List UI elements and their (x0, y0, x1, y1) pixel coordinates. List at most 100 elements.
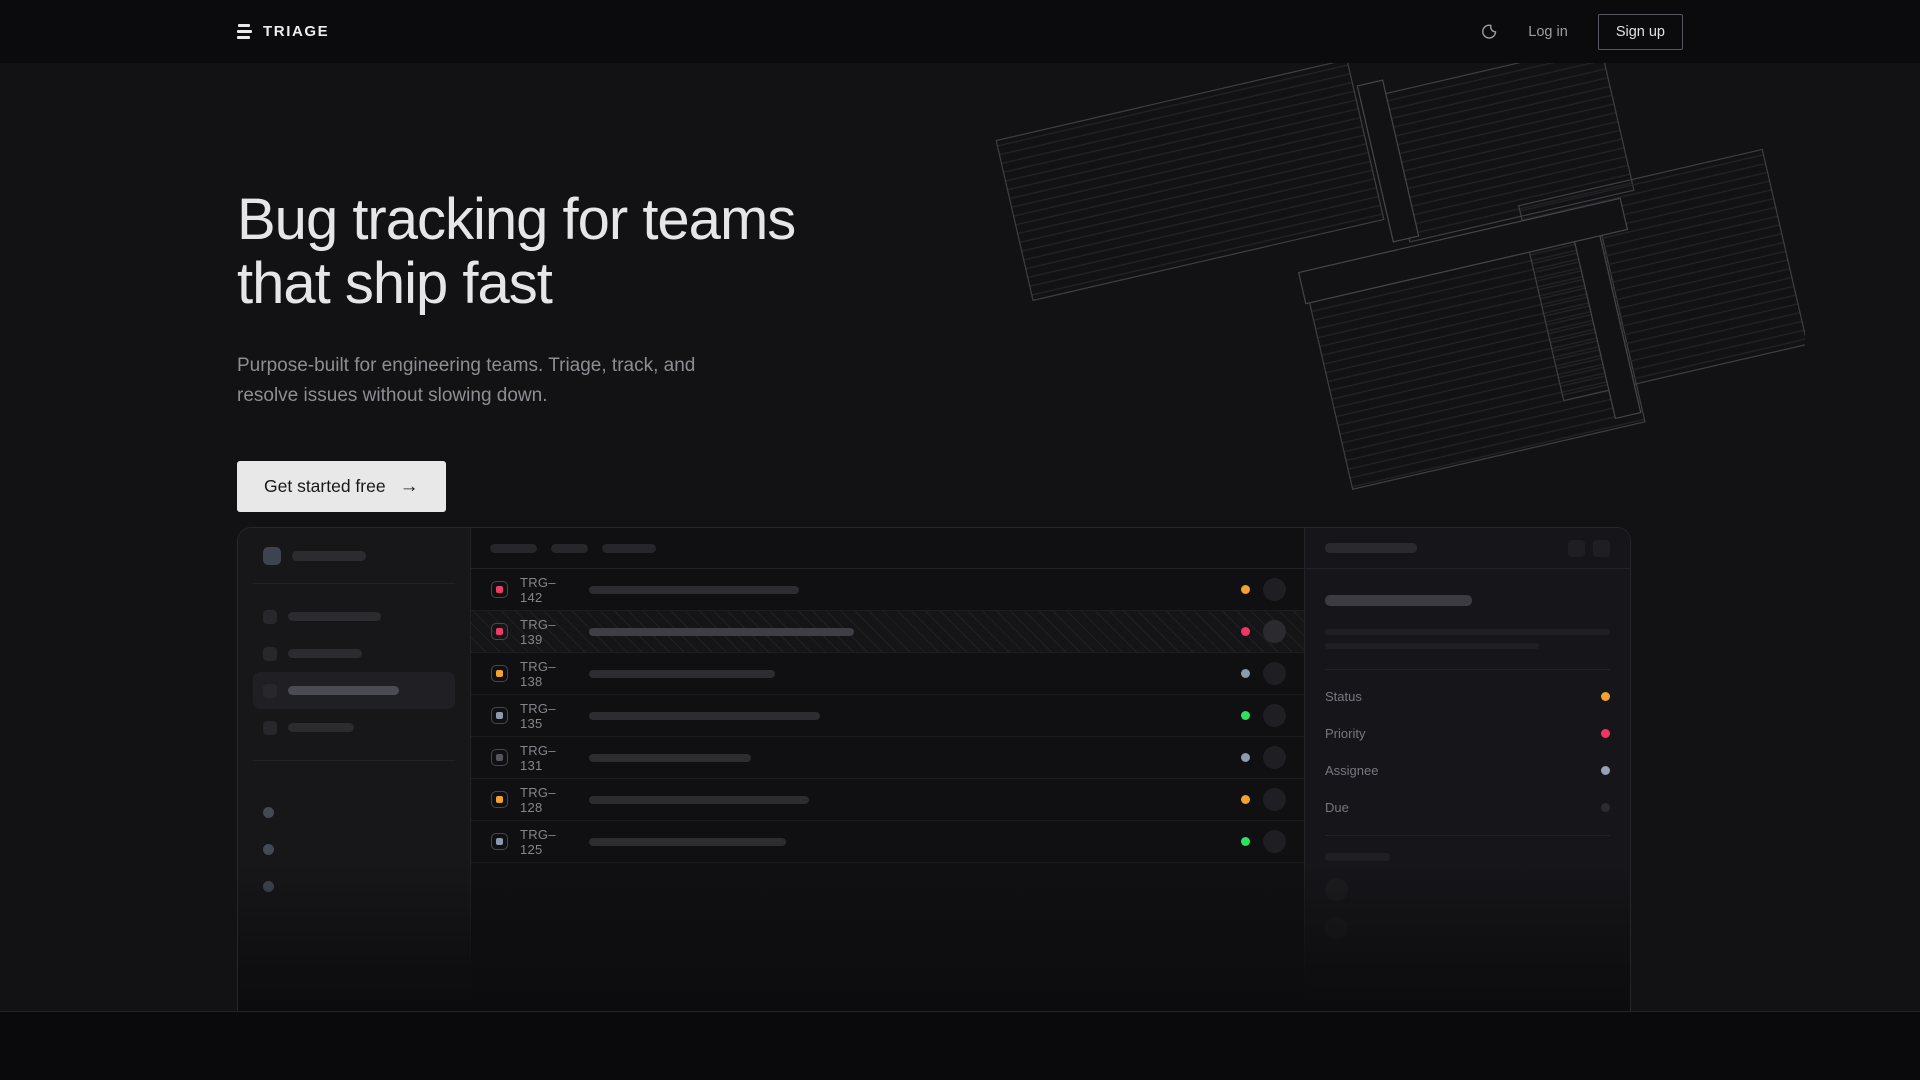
filter-chip-skeleton[interactable] (602, 543, 656, 553)
issue-status-dot (1241, 627, 1250, 636)
issue-title-skeleton (589, 753, 751, 762)
sidebar-user-dots (263, 807, 455, 892)
description-line-skeleton (1325, 643, 1539, 649)
field-label: Due (1325, 800, 1349, 815)
sidebar-item-3-active[interactable] (253, 672, 455, 709)
detail-header-skeleton (1325, 543, 1417, 553)
issue-type-icon (491, 791, 508, 808)
issue-assignee-avatar (1263, 578, 1286, 601)
issue-id: TRG–139 (520, 616, 556, 647)
workspace-switcher[interactable] (253, 543, 455, 569)
signup-button[interactable]: Sign up (1597, 13, 1683, 50)
field-value-dot (1601, 803, 1610, 812)
workspace-name-skeleton (292, 551, 366, 561)
issue-type-icon (491, 833, 508, 850)
issue-detail-panel: Status Priority Assignee Due (1304, 528, 1630, 1011)
app-mockup-window: TRG–142 TRG–139 TRG–138 TRG–135 TRG–131 … (237, 527, 1631, 1011)
issue-status-dot (1241, 753, 1250, 762)
divider (253, 760, 455, 761)
brand-logo[interactable]: TRIAGE (237, 23, 329, 40)
sidebar-item-4[interactable] (253, 709, 455, 746)
detail-panel-header (1305, 528, 1630, 569)
description-line-skeleton (1325, 629, 1610, 635)
sidebar-item-icon (263, 720, 277, 735)
issue-row[interactable]: TRG–139 (471, 611, 1304, 653)
issue-row[interactable]: TRG–135 (471, 695, 1304, 737)
issue-type-icon (491, 707, 508, 724)
issue-assignee-avatar (1263, 746, 1286, 769)
sidebar-item-label-skeleton (288, 612, 381, 621)
issue-list-filterbar (471, 528, 1304, 569)
sidebar-item-label-skeleton (288, 723, 354, 732)
detail-action-button-1[interactable] (1568, 539, 1585, 557)
activity-avatar (1325, 878, 1348, 901)
detail-field-row[interactable]: Status (1325, 678, 1610, 715)
issue-title-skeleton (589, 795, 809, 804)
hero-title: Bug tracking for teams that ship fast (237, 187, 796, 316)
issue-assignee-avatar (1263, 704, 1286, 727)
filter-chip-skeleton[interactable] (490, 543, 537, 553)
field-value-dot (1601, 729, 1610, 738)
issue-row[interactable]: TRG–138 (471, 653, 1304, 695)
issue-assignee-avatar (1263, 830, 1286, 853)
divider (1325, 835, 1610, 836)
sidebar-item-label-skeleton (288, 649, 362, 658)
login-link[interactable]: Log in (1528, 23, 1568, 40)
issue-row[interactable]: TRG–128 (471, 779, 1304, 821)
triage-bars-icon (237, 23, 252, 40)
filter-chip-skeleton[interactable] (551, 543, 588, 553)
activity-avatar (1325, 917, 1348, 940)
detail-field-row[interactable]: Due (1325, 789, 1610, 826)
issue-type-icon (491, 749, 508, 766)
hero-title-line1: Bug tracking for teams (237, 187, 796, 252)
footer-band (0, 1013, 1920, 1080)
get-started-button[interactable]: Get started free → (237, 461, 446, 512)
user-dot (263, 881, 274, 892)
issue-title-skeleton (589, 711, 820, 720)
issue-list: TRG–142 TRG–139 TRG–138 TRG–135 TRG–131 … (471, 569, 1304, 863)
issue-row[interactable]: TRG–131 (471, 737, 1304, 779)
detail-action-button-2[interactable] (1593, 539, 1610, 557)
issue-status-dot (1241, 837, 1250, 846)
sidebar-item-1[interactable] (253, 598, 455, 635)
field-label: Assignee (1325, 763, 1379, 778)
issue-id: TRG–125 (520, 826, 556, 857)
issue-id: TRG–131 (520, 742, 556, 773)
field-label: Priority (1325, 726, 1366, 741)
issue-status-dot (1241, 585, 1250, 594)
detail-field-row[interactable]: Priority (1325, 715, 1610, 752)
mockup-sidebar (238, 528, 471, 1011)
get-started-label: Get started free (264, 476, 386, 496)
issue-id: TRG–128 (520, 784, 556, 815)
hero-section: Bug tracking for teams that ship fast Pu… (0, 63, 1920, 1012)
hero-title-line2: that ship fast (237, 251, 553, 316)
user-dot (263, 807, 274, 818)
issue-id: TRG–138 (520, 658, 556, 689)
issue-title-skeleton (589, 837, 786, 846)
sidebar-item-2[interactable] (253, 635, 455, 672)
issue-row[interactable]: TRG–142 (471, 569, 1304, 611)
field-rows: Status Priority Assignee Due (1325, 678, 1610, 826)
issue-title-skeleton (1325, 595, 1472, 606)
wireframe-sheets-decoration (995, 63, 1805, 490)
field-label: Status (1325, 689, 1362, 704)
detail-panel-body: Status Priority Assignee Due (1305, 569, 1630, 960)
issue-status-dot (1241, 711, 1250, 720)
theme-toggle-moon-icon[interactable] (1481, 23, 1498, 40)
issue-status-dot (1241, 669, 1250, 678)
issue-type-icon (491, 665, 508, 682)
sidebar-item-icon (263, 609, 277, 624)
sidebar-item-label-skeleton (288, 686, 399, 695)
field-value-dot (1601, 766, 1610, 775)
detail-field-row[interactable]: Assignee (1325, 752, 1610, 789)
sidebar-item-icon (263, 646, 277, 661)
issue-list-pane: TRG–142 TRG–139 TRG–138 TRG–135 TRG–131 … (471, 528, 1304, 1011)
issue-status-dot (1241, 795, 1250, 804)
issue-row[interactable]: TRG–125 (471, 821, 1304, 863)
issue-type-icon (491, 581, 508, 598)
issue-title-skeleton (589, 627, 854, 636)
issue-assignee-avatar (1263, 662, 1286, 685)
user-dot (263, 844, 274, 855)
issue-id: TRG–142 (520, 574, 556, 605)
